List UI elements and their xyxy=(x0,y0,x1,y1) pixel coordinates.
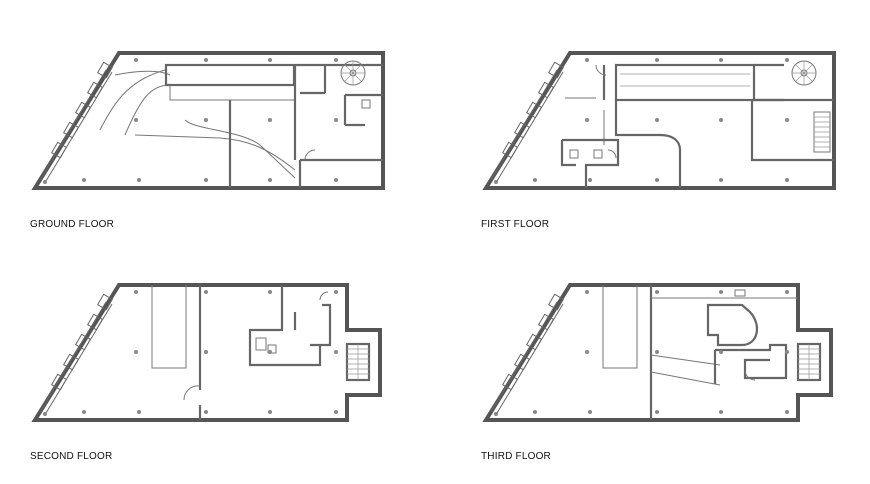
second-floor-plan xyxy=(31,283,382,422)
ground-floor-label: GROUND FLOOR xyxy=(30,219,115,230)
first-floor-label: FIRST FLOOR xyxy=(481,219,550,230)
ground-floor-plan xyxy=(31,51,385,190)
third-floor-plan xyxy=(482,283,833,422)
second-floor-label: SECOND FLOOR xyxy=(30,451,113,462)
third-floor-label: THIRD FLOOR xyxy=(481,451,551,462)
first-floor-plan xyxy=(482,51,836,190)
